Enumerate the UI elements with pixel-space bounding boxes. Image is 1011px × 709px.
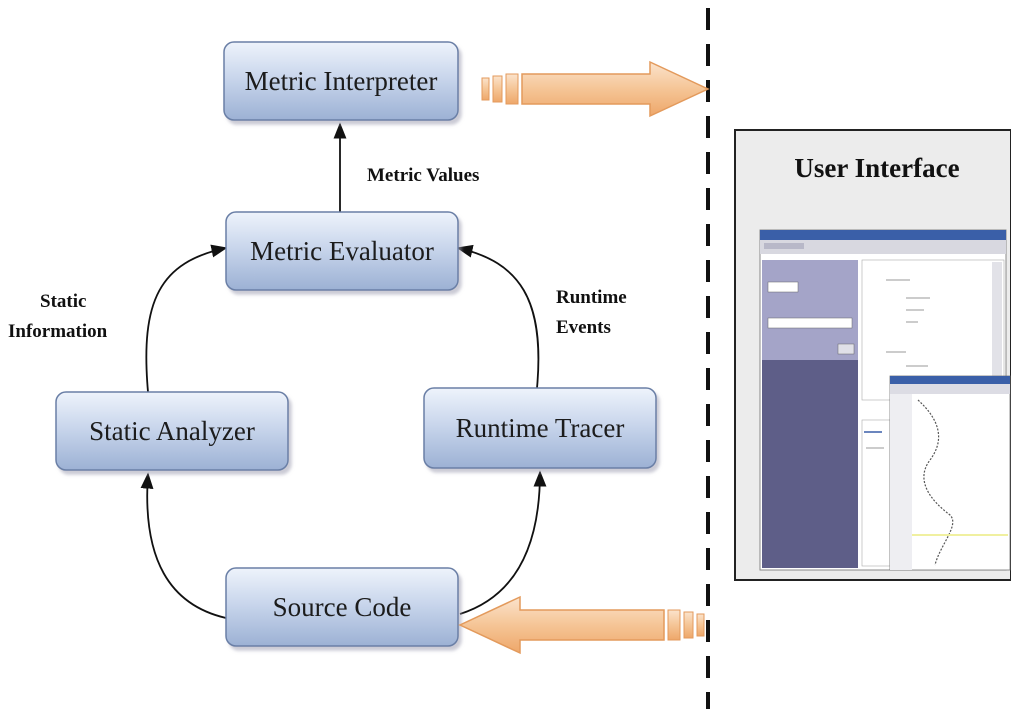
ui-screenshot-thumbnail (759, 229, 1011, 571)
node-label: Metric Interpreter (245, 66, 438, 96)
arrow-to-source-code (458, 595, 705, 655)
label-static-information-line1: Static (40, 291, 86, 312)
arrow-source-to-static (140, 472, 227, 619)
node-source-code: Source Code (225, 567, 459, 647)
label-runtime-events-line2: Events (556, 317, 611, 338)
node-metric-evaluator: Metric Evaluator (225, 211, 459, 291)
node-label: Static Analyzer (89, 416, 255, 446)
node-static-analyzer: Static Analyzer (55, 391, 289, 471)
node-runtime-tracer: Runtime Tracer (423, 387, 657, 469)
label-metric-values: Metric Values (367, 165, 479, 186)
node-label: Source Code (273, 592, 412, 622)
arrow-static-to-evaluator (145, 244, 228, 393)
arrow-source-to-runtime (459, 470, 547, 615)
node-metric-interpreter: Metric Interpreter (223, 41, 459, 121)
label-static-information-line2: Information (8, 321, 108, 342)
arrow-runtime-to-evaluator (456, 244, 540, 389)
node-label: Runtime Tracer (456, 413, 625, 443)
user-interface-title: User Interface (794, 153, 959, 183)
arrow-to-user-interface (481, 60, 710, 118)
node-label: Metric Evaluator (250, 236, 434, 266)
label-runtime-events-line1: Runtime (556, 287, 627, 308)
user-interface-panel: User Interface (734, 129, 1011, 581)
